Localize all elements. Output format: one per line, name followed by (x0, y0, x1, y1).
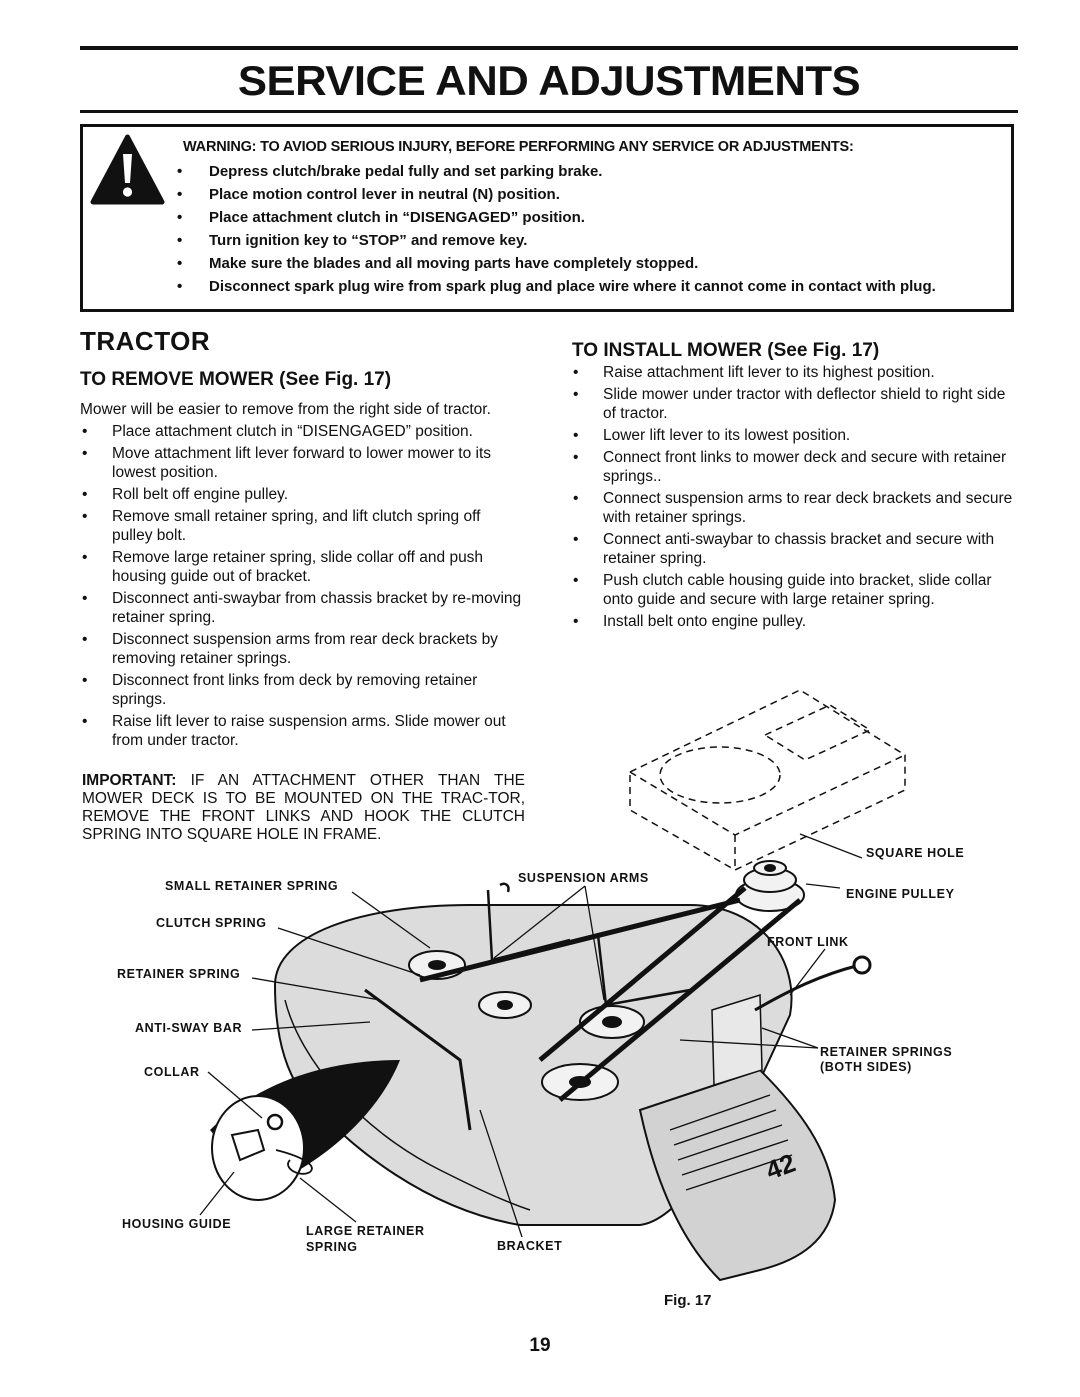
list-item: •Remove large retainer spring, slide col… (82, 549, 484, 585)
page-title: SERVICE AND ADJUSTMENTS (237, 57, 861, 104)
list-item: •Connect suspension arms to rear deck br… (573, 490, 1013, 526)
drive-belt (419, 886, 802, 1102)
label-retainer-springs-line2: (BOTH SIDES) (820, 1060, 912, 1074)
label-small-retainer-spring: SMALL RETAINER SPRING (165, 879, 338, 893)
label-large-retainer-spring: LARGE RETAINER (306, 1224, 425, 1238)
list-item: •Disconnect front links from deck by rem… (82, 672, 478, 708)
remove-mower-heading: TO REMOVE MOWER (See Fig. 17) (80, 369, 392, 390)
important-label: IMPORTANT: (82, 772, 177, 789)
install-mower-heading: TO INSTALL MOWER (See Fig. 17) (572, 340, 880, 361)
list-item: •Connect front links to mower deck and s… (573, 449, 1007, 485)
remove-intro: Mower will be easier to remove from the … (80, 401, 491, 418)
warning-box: WARNING: TO AVIOD SERIOUS INJURY, BEFORE… (80, 124, 1014, 312)
top-rule (80, 46, 1018, 50)
tractor-heading: TRACTOR (80, 326, 211, 356)
list-item: •Disconnect suspension arms from rear de… (82, 631, 498, 667)
title-rule (80, 110, 1018, 113)
list-item: •Remove small retainer spring, and lift … (82, 508, 481, 544)
warning-exclamation-icon (90, 134, 165, 205)
label-retainer-spring: RETAINER SPRING (117, 967, 240, 981)
label-front-link: FRONT LINK (767, 935, 849, 949)
label-square-hole: SQUARE HOLE (866, 846, 964, 860)
list-item: •Lower lift lever to its lowest position… (573, 427, 851, 444)
list-item: •Disconnect anti-swaybar from chassis br… (82, 590, 522, 626)
warning-item: •Place motion control lever in neutral (… (177, 186, 560, 203)
label-housing-guide: HOUSING GUIDE (122, 1217, 231, 1231)
list-item: •Place attachment clutch in “DISENGAGED”… (82, 423, 473, 440)
list-item: •Connect anti-swaybar to chassis bracket… (573, 531, 995, 567)
suspension-arms (486, 882, 691, 1007)
warning-item: •Disconnect spark plug wire from spark p… (177, 278, 936, 295)
anti-sway-bar (364, 988, 472, 1131)
list-item: •Raise attachment lift lever to its high… (573, 364, 935, 381)
callout-leader-lines (199, 833, 863, 1238)
remove-steps-list: •Place attachment clutch in “DISENGAGED”… (80, 422, 524, 753)
mower-deck: 42 (210, 904, 837, 1282)
install-steps-list: •Raise attachment lift lever to its high… (571, 363, 1017, 634)
warning-item: •Turn ignition key to “STOP” and remove … (177, 232, 528, 249)
tractor-frame-outline (629, 689, 906, 871)
figure-caption: Fig. 17 (664, 1292, 712, 1309)
label-bracket: BRACKET (497, 1239, 562, 1253)
label-collar: COLLAR (144, 1065, 200, 1079)
list-item: •Push clutch cable housing guide into br… (573, 572, 992, 608)
warning-item: •Make sure the blades and all moving par… (177, 255, 699, 272)
warning-item: •Place attachment clutch in “DISENGAGED”… (177, 209, 585, 226)
label-large-retainer-spring-line2: SPRING (306, 1240, 358, 1254)
list-item: •Install belt onto engine pulley. (573, 613, 807, 630)
important-text: IF AN ATTACHMENT OTHER THAN THE MOWER DE… (82, 772, 525, 843)
label-suspension-arms: SUSPENSION ARMS (518, 871, 649, 885)
page-number: 19 (529, 1335, 551, 1356)
warning-heading: WARNING: TO AVIOD SERIOUS INJURY, BEFORE… (183, 139, 854, 155)
list-item: •Slide mower under tractor with deflecto… (573, 386, 1006, 422)
list-item: •Roll belt off engine pulley. (82, 486, 289, 503)
housing-guide-detail (211, 1095, 313, 1201)
label-engine-pulley: ENGINE PULLEY (846, 887, 955, 901)
list-item: •Move attachment lift lever forward to l… (82, 445, 492, 481)
important-note: IMPORTANT: IF AN ATTACHMENT OTHER THAN T… (82, 772, 525, 844)
label-retainer-springs: RETAINER SPRINGS (820, 1045, 952, 1059)
warning-item: •Depress clutch/brake pedal fully and se… (177, 163, 603, 180)
front-link (754, 955, 872, 1012)
label-anti-sway-bar: ANTI-SWAY BAR (135, 1021, 242, 1035)
list-item: •Raise lift lever to raise suspension ar… (82, 713, 506, 749)
label-clutch-spring: CLUTCH SPRING (156, 916, 267, 930)
